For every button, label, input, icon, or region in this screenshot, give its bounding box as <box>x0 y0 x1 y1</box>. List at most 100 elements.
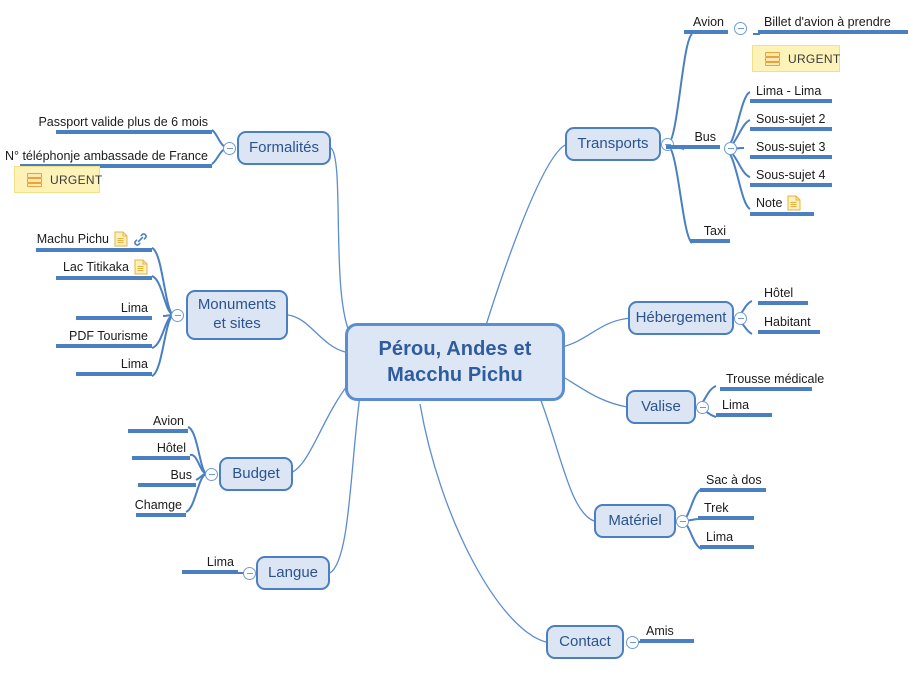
leaf-budget-avion[interactable]: Avion <box>128 409 188 433</box>
note-icon[interactable] <box>787 195 801 211</box>
leaf-label: Avion <box>692 15 724 29</box>
topic-valise[interactable]: Valise <box>626 390 696 424</box>
leaf-label: Sous-sujet 2 <box>756 112 826 126</box>
leaf-underline <box>750 127 832 131</box>
topic-monuments-line2: et sites <box>213 315 261 332</box>
leaf-label-with-icons: Machu Pichu <box>37 231 148 247</box>
leaf-monuments-machu-pichu[interactable]: Machu Pichu <box>36 228 152 252</box>
leaf-monuments-lima-2[interactable]: Lima <box>76 352 152 376</box>
central-topic-line1: Pérou, Andes et <box>378 338 532 360</box>
leaf-hebergement-habitant[interactable]: Habitant <box>758 310 820 334</box>
leaf-bus-note[interactable]: Note <box>750 192 814 216</box>
leaf-contact-amis[interactable]: Amis <box>640 619 694 643</box>
leaf-avion-billet[interactable]: Billet d'avion à prendre <box>758 10 908 34</box>
leaf-monuments-lima-1[interactable]: Lima <box>76 296 152 320</box>
leaf-bus-sous-sujet-2[interactable]: Sous-sujet 2 <box>750 107 832 131</box>
topic-hebergement[interactable]: Hébergement <box>628 301 734 335</box>
leaf-underline <box>128 429 188 433</box>
link-icon[interactable] <box>133 232 148 247</box>
leaf-budget-bus[interactable]: Bus <box>138 463 196 487</box>
leaf-materiel-sac-a-dos[interactable]: Sac à dos <box>700 468 766 492</box>
topic-materiel[interactable]: Matériel <box>594 504 676 538</box>
leaf-underline <box>132 456 190 460</box>
leaf-label-with-icons: Note <box>756 195 801 211</box>
topic-monuments[interactable]: Monuments et sites <box>186 290 288 340</box>
leaf-label: Lima <box>120 357 148 371</box>
note-icon[interactable] <box>134 259 148 275</box>
leaf-underline <box>750 183 832 187</box>
leaf-formalites-passport[interactable]: Passport valide plus de 6 mois <box>38 110 212 134</box>
central-topic[interactable]: Pérou, Andes et Macchu Pichu <box>345 323 565 401</box>
leaf-label: Billet d'avion à prendre <box>764 15 891 29</box>
leaf-label: Sous-sujet 3 <box>756 140 826 154</box>
collapse-toggle-formalites[interactable] <box>223 142 236 155</box>
leaf-budget-hotel[interactable]: Hôtel <box>132 436 190 460</box>
leaf-bus-lima-lima[interactable]: Lima - Lima <box>750 79 832 103</box>
leaf-underline <box>758 30 908 34</box>
leaf-label: Passport valide plus de 6 mois <box>38 115 208 129</box>
stacked-bars-icon <box>765 51 780 66</box>
leaf-label: Lima <box>120 301 148 315</box>
leaf-label: Sac à dos <box>706 473 762 487</box>
leaf-monuments-pdf-tourisme[interactable]: PDF Tourisme <box>56 324 152 348</box>
leaf-label-with-icons: Lac Titikaka <box>63 259 148 275</box>
leaf-underline <box>690 239 730 243</box>
leaf-underline <box>720 387 812 391</box>
leaf-label: Lima - Lima <box>756 84 822 98</box>
topic-langue[interactable]: Langue <box>256 556 330 590</box>
collapse-toggle-langue[interactable] <box>243 567 256 580</box>
leaf-label: Trousse médicale <box>726 372 825 386</box>
leaf-monuments-lac-titikaka[interactable]: Lac Titikaka <box>56 256 152 280</box>
note-icon[interactable] <box>114 231 128 247</box>
collapse-toggle-budget[interactable] <box>205 468 218 481</box>
topic-budget[interactable]: Budget <box>219 457 293 491</box>
leaf-label: Lima <box>706 530 734 544</box>
leaf-label: Note <box>756 196 783 210</box>
topic-materiel-label: Matériel <box>608 511 662 529</box>
badge-urgent-formalites[interactable]: URGENT <box>14 166 103 193</box>
leaf-materiel-trek[interactable]: Trek <box>698 496 754 520</box>
leaf-transports-taxi[interactable]: Taxi <box>690 219 730 243</box>
collapse-toggle-avion[interactable] <box>734 22 747 35</box>
badge-urgent-avion[interactable]: URGENT <box>752 45 840 72</box>
leaf-hebergement-hotel[interactable]: Hôtel <box>758 281 808 305</box>
collapse-toggle-monuments[interactable] <box>171 309 184 322</box>
leaf-underline <box>758 330 820 334</box>
leaf-bus-sous-sujet-3[interactable]: Sous-sujet 3 <box>750 135 832 159</box>
leaf-transports-avion[interactable]: Avion <box>684 10 728 34</box>
collapse-toggle-hebergement[interactable] <box>734 312 747 325</box>
collapse-toggle-bus[interactable] <box>724 142 737 155</box>
leaf-underline <box>20 164 212 168</box>
leaf-underline <box>138 483 196 487</box>
collapse-toggle-contact[interactable] <box>626 636 639 649</box>
leaf-langue-lima[interactable]: Lima <box>182 550 238 574</box>
leaf-label: Hôtel <box>764 286 794 300</box>
topic-transports[interactable]: Transports <box>565 127 661 161</box>
leaf-underline <box>56 276 152 280</box>
leaf-underline <box>136 513 186 517</box>
central-topic-line2: Macchu Pichu <box>387 364 523 386</box>
leaf-label: Amis <box>646 624 674 638</box>
leaf-label: Avion <box>152 414 184 428</box>
leaf-underline <box>36 248 152 252</box>
badge-label: URGENT <box>50 172 103 187</box>
topic-contact-label: Contact <box>559 632 611 650</box>
leaf-budget-chamge[interactable]: Chamge <box>135 493 186 517</box>
leaf-valise-trousse-medicale[interactable]: Trousse médicale <box>720 367 824 391</box>
leaf-materiel-lima[interactable]: Lima <box>700 525 754 549</box>
leaf-label: Lima <box>206 555 234 569</box>
topic-formalites[interactable]: Formalités <box>237 131 331 165</box>
topic-contact[interactable]: Contact <box>546 625 624 659</box>
leaf-underline <box>76 372 152 376</box>
leaf-transports-bus[interactable]: Bus <box>666 125 720 149</box>
leaf-formalites-telephone[interactable]: N° téléphonje ambassade de France <box>5 144 212 168</box>
leaf-label: Bus <box>170 468 192 482</box>
leaf-bus-sous-sujet-4[interactable]: Sous-sujet 4 <box>750 163 832 187</box>
leaf-valise-lima[interactable]: Lima <box>716 393 772 417</box>
collapse-toggle-valise[interactable] <box>696 401 709 414</box>
collapse-toggle-materiel[interactable] <box>676 515 689 528</box>
leaf-underline <box>666 145 720 149</box>
topic-transports-label: Transports <box>577 134 649 152</box>
topic-hebergement-label: Hébergement <box>635 308 727 326</box>
